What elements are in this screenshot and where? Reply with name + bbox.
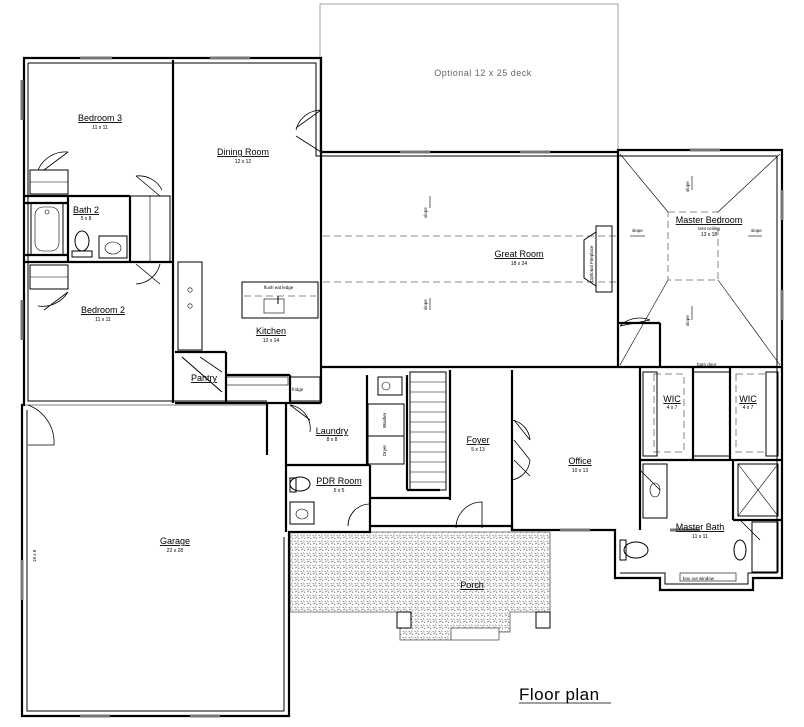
deck-label: Optional 12 x 25 deck [434, 68, 532, 78]
optional-fireplace-note: Optional Fireplace [589, 245, 594, 282]
room-name-laundry: Laundry [316, 426, 349, 436]
laundry-stairs-pdr [289, 371, 447, 525]
room-size-foyer: 5 x 13 [471, 447, 485, 453]
room-name-master: Master Bedroom [676, 215, 743, 225]
room-name-garage: Garage [160, 536, 190, 546]
washer-note: Washer [382, 412, 387, 428]
room-size-great: 18 x 24 [511, 261, 528, 267]
bath2-fixtures [30, 202, 128, 259]
room-name-wic2: WIC [739, 394, 757, 404]
room-size-garage: 22 x 28 [167, 548, 184, 554]
room-size-dining: 12 x 12 [235, 159, 252, 165]
slope-note-master-2: slope [685, 315, 690, 326]
room-name-pantry: Pantry [191, 373, 218, 383]
room-size-bedroom3: 11 x 11 [92, 125, 108, 131]
slope-note-great-2: slope [423, 299, 428, 310]
slope-note-master-3: slope [632, 228, 643, 233]
garage-side-dim: 18 x 8 [32, 549, 37, 562]
room-name-bath2: Bath 2 [73, 205, 99, 215]
room-size-bath2: 5 x 8 [81, 216, 92, 222]
slope-note-master-4: slope [751, 228, 762, 233]
room-name-great: Great Room [494, 249, 543, 259]
room-size-pdr: 5 x 5 [334, 488, 345, 494]
wic-shelving [642, 371, 779, 457]
floor-plan-title: Floor plan [519, 685, 600, 704]
room-name-foyer: Foyer [466, 435, 489, 445]
room-name-masterbath: Master Bath [676, 522, 725, 532]
room-name-pdr: PDR Room [316, 476, 362, 486]
room-name-porch: Porch [460, 580, 484, 590]
room-name-kitchen: Kitchen [256, 326, 286, 336]
room-name-dining: Dining Room [217, 147, 269, 157]
doors [27, 109, 761, 541]
closets [29, 169, 171, 290]
room-size-wic1: 4 x 7 [667, 405, 678, 411]
room-size-bedroom2: 11 x 11 [95, 317, 111, 323]
dryer-note: Dryer [382, 444, 387, 456]
flush-eat-ledge-note: flush eat ledge [264, 285, 294, 290]
master-tent-ceiling [619, 153, 781, 366]
great-room-ceiling [323, 196, 616, 310]
room-size-kitchen: 12 x 14 [263, 338, 280, 344]
barn-door-note: barn door [697, 362, 717, 367]
room-size-office: 10 x 13 [572, 468, 589, 474]
room-name-bedroom2: Bedroom 2 [81, 305, 125, 315]
room-name-wic1: WIC [663, 394, 681, 404]
room-size-wic2: 4 x 7 [743, 405, 754, 411]
master-bath-fixtures [619, 463, 779, 582]
tent-ceiling-note: tent ceiling [698, 226, 720, 231]
porch-area [289, 531, 551, 641]
windows [20, 56, 784, 718]
room-labels: Bedroom 3 11 x 11 Bath 2 5 x 8 Bedroom 2… [32, 113, 757, 590]
room-size-laundry: 8 x 8 [327, 437, 338, 443]
slope-note-master-1: slope [685, 181, 690, 192]
room-size-masterbath: 11 x 11 [692, 534, 708, 540]
kitchen-details [177, 261, 321, 402]
room-name-bedroom3: Bedroom 3 [78, 113, 122, 123]
room-size-master: 13 x 18 [701, 232, 718, 238]
interior-walls [24, 60, 782, 532]
fridge-note: fridge [292, 387, 304, 392]
slope-note-great-1: slope [423, 207, 428, 218]
room-name-office: Office [568, 456, 591, 466]
box-out-window-note: box out window [683, 576, 715, 581]
deck-outline [319, 3, 619, 153]
